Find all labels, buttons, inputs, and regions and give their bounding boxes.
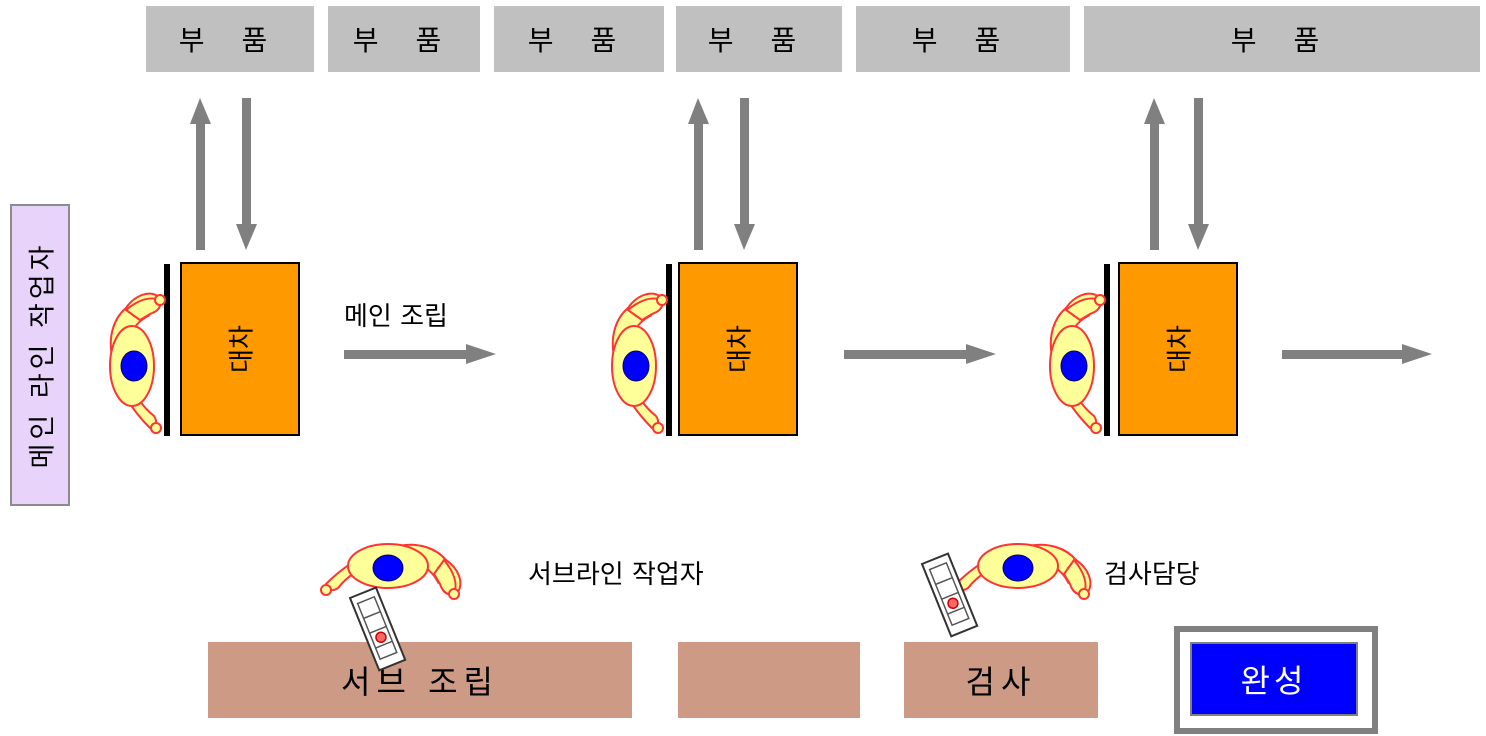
arrow-down-3 xyxy=(1188,98,1209,250)
cart-2: 대차 xyxy=(678,262,798,436)
sub-assembly-station: 서브 조립 xyxy=(208,642,632,718)
main-worker-3-icon xyxy=(1049,292,1106,434)
main-worker-1-icon xyxy=(109,292,166,434)
arrow-right-3 xyxy=(1282,344,1432,364)
parts-box-3: 부 품 xyxy=(494,6,664,72)
parts-box-4: 부 품 xyxy=(676,6,842,72)
parts-box-5: 부 품 xyxy=(856,6,1070,72)
sub-worker-clipboard-icon xyxy=(349,586,407,672)
cart-1: 대차 xyxy=(180,262,300,436)
arrow-down-2 xyxy=(734,98,755,250)
arrow-up-2 xyxy=(688,98,709,250)
main-line-worker-label: 메인 라인 작업자 xyxy=(10,204,70,506)
arrow-right-1 xyxy=(344,344,496,364)
workstation-wall-1 xyxy=(164,264,170,436)
sub-line-worker-label: 서브라인 작업자 xyxy=(528,560,704,590)
cart-3: 대차 xyxy=(1118,262,1238,436)
arrow-down-1 xyxy=(236,98,257,250)
sub-worker-icon xyxy=(320,543,462,600)
parts-box-6: 부 품 xyxy=(1084,6,1480,72)
arrow-up-3 xyxy=(1144,98,1165,250)
inspector-clipboard-icon xyxy=(921,552,979,638)
inspector-label: 검사담당 xyxy=(1104,560,1200,590)
arrow-right-2 xyxy=(844,344,996,364)
parts-box-2: 부 품 xyxy=(328,6,480,72)
inspection-station: 검사 xyxy=(904,642,1098,718)
main-assembly-label: 메인 조립 xyxy=(344,302,448,332)
workstation-wall-3 xyxy=(1104,264,1110,436)
workstation-wall-2 xyxy=(666,264,672,436)
blank-station xyxy=(678,642,860,718)
main-worker-2-icon xyxy=(611,292,668,434)
inspector-icon xyxy=(950,543,1092,600)
complete-box: 완성 xyxy=(1190,642,1358,716)
parts-box-1: 부 품 xyxy=(146,6,314,72)
arrow-up-1 xyxy=(190,98,211,250)
